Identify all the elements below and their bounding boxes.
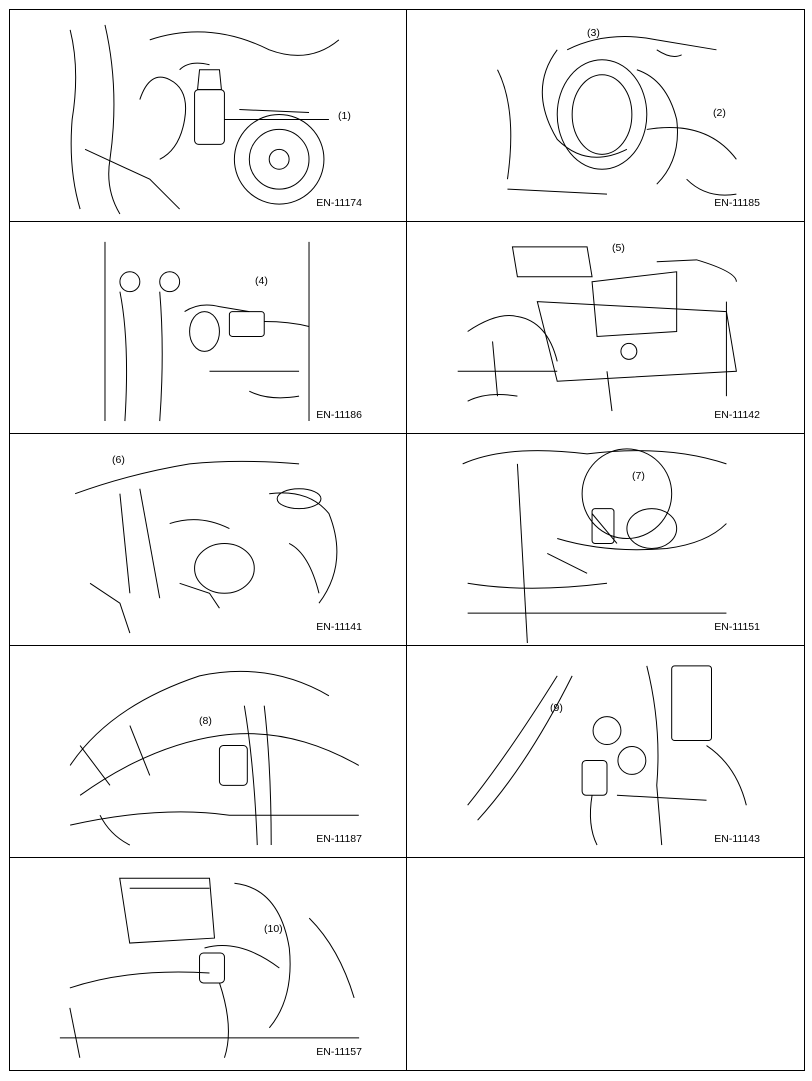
empty-cell (407, 858, 804, 1070)
figure-code: EN-11186 (316, 409, 362, 421)
figure-cell-1: (1) EN-11174 (10, 10, 407, 222)
callout-label: (5) (612, 242, 625, 254)
figure-code: EN-11142 (714, 409, 760, 421)
figure-cell-3: (4) EN-11186 (10, 222, 407, 434)
engine-illustration-icon (10, 434, 406, 645)
figure-code: EN-11151 (714, 621, 760, 633)
callout-label: (1) (338, 110, 351, 122)
callout-label: (4) (255, 275, 268, 287)
figure-cell-7: (8) EN-11187 (10, 646, 407, 858)
callout-label: (6) (112, 454, 125, 466)
figure-cell-2: (3) (2) EN-11185 (407, 10, 804, 222)
callout-label: (7) (632, 470, 645, 482)
engine-illustration-icon (407, 434, 804, 645)
engine-illustration-icon (10, 858, 406, 1070)
engine-illustration-icon (407, 646, 804, 857)
engine-illustration-icon (10, 222, 406, 433)
figure-code: EN-11187 (316, 833, 362, 845)
callout-label-secondary: (3) (587, 27, 600, 39)
callout-label: (9) (550, 702, 563, 714)
engine-illustration-icon (10, 646, 406, 857)
figure-code: EN-11143 (714, 833, 760, 845)
figure-cell-8: (9) EN-11143 (407, 646, 804, 858)
callout-label: (2) (713, 107, 726, 119)
figure-code: EN-11157 (316, 1046, 362, 1058)
figure-cell-9: (10) EN-11157 (10, 858, 407, 1070)
callout-label: (8) (199, 715, 212, 727)
figure-cell-6: (7) EN-11151 (407, 434, 804, 646)
engine-illustration-icon (407, 10, 804, 221)
engine-illustration-icon (407, 222, 804, 433)
engine-illustration-icon (10, 10, 406, 221)
figure-sheet: (1) EN-11174 (3) (2) EN-11185 (9, 9, 805, 1071)
figure-cell-4: (5) EN-11142 (407, 222, 804, 434)
figure-code: EN-11174 (316, 197, 362, 209)
callout-label: (10) (264, 923, 283, 935)
figure-cell-5: (6) EN-11141 (10, 434, 407, 646)
figure-code: EN-11141 (316, 621, 362, 633)
figure-code: EN-11185 (714, 197, 760, 209)
